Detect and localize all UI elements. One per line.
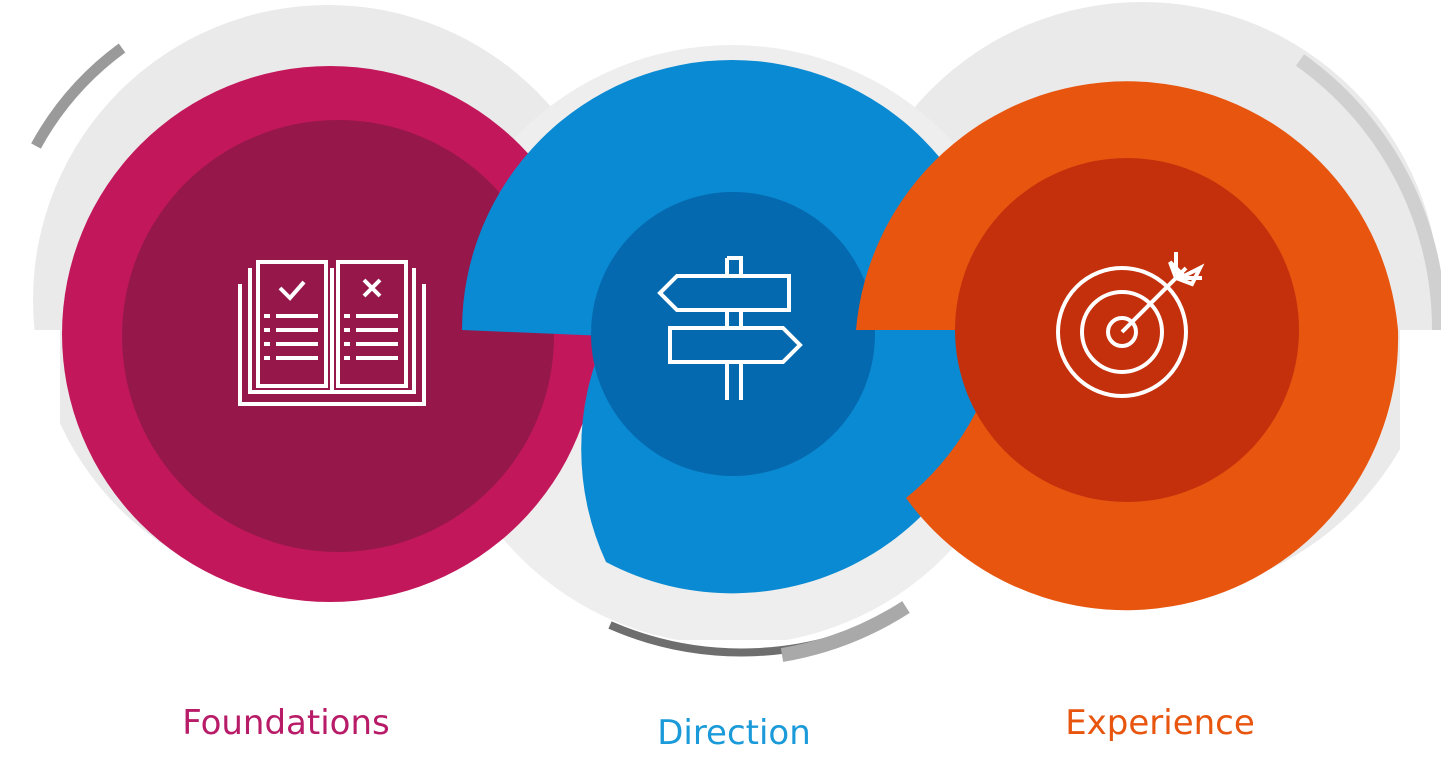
signpost-icon: [657, 256, 803, 400]
experience-label: Experience: [1065, 703, 1255, 743]
target-arrow-icon: [1056, 252, 1205, 398]
decorative-arcs: [31, 43, 1441, 662]
direction-label: Direction: [657, 713, 811, 753]
halo-fade-left: [0, 330, 60, 630]
foundations-label: Foundations: [182, 703, 390, 743]
open-book-checklist-icon: [238, 260, 426, 406]
experience-inner-disc: [955, 158, 1299, 502]
halo-fade-right: [1400, 330, 1441, 630]
arc-top-left: [31, 43, 126, 149]
halo-fade-bottom: [0, 640, 1441, 751]
direction-inner-disc: [591, 192, 875, 476]
arc-bottom-light: [780, 601, 910, 662]
arc-top-right: [1295, 54, 1441, 331]
